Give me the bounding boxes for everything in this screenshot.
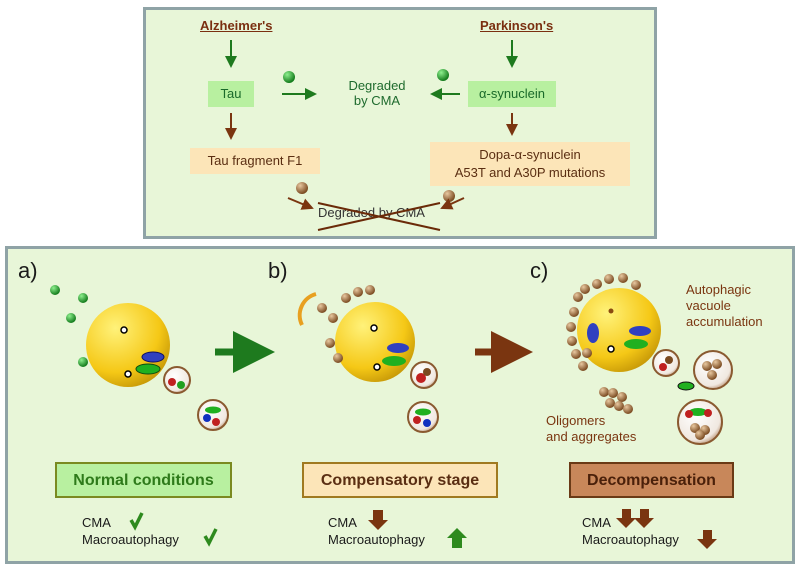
free-chaperone-dot [78,293,88,303]
cargo-dot [685,410,693,418]
cargo-dot [212,418,220,426]
macroautophagy-up-arrow-icon [447,528,467,548]
autophagic-line3: accumulation [686,314,763,329]
cargo-dot [704,409,712,417]
lysosome-marker [120,326,128,334]
receptor-green [624,339,648,349]
macroautophagy-label-a: Macroautophagy [82,532,179,547]
bound-substrate-dot [328,313,338,323]
arrow-fragment-to-cma [287,197,314,210]
receptor-blue [387,343,409,353]
lysosome-marker [373,363,381,371]
cargo-dot [416,373,426,383]
dopa-line2: A53T and A30P mutations [454,165,606,180]
lysosome-marker [370,324,378,332]
cargo-dot [413,416,421,424]
cma-check-icon [129,512,144,531]
stage-decompensation-box: Decompensation [569,462,734,498]
receptor-blue [629,326,651,336]
cma-label-b: CMA [328,515,357,530]
lysosome-marker [607,345,615,353]
oligomers-line2: and aggregates [546,429,637,444]
lysosome-marker [608,308,614,314]
cma-label-c: CMA [582,515,611,530]
oligomer-cluster [599,387,633,414]
cargo-dot [689,408,707,416]
cargo-dot [677,381,695,391]
macroautophagy-label-c: Macroautophagy [582,532,679,547]
autophagosome-a2 [197,399,229,431]
chaperone-dot-left [283,71,295,83]
aggregate-cluster [690,423,710,440]
cargo-dot [665,356,673,364]
bound-substrate-dot [365,285,375,295]
free-chaperone-dot [78,357,88,367]
cargo-dot [205,406,221,414]
receptor-green [382,356,406,366]
cma-down-arrow-icon-2 [634,509,654,528]
cargo-dot [415,408,431,416]
bound-substrate-cluster [566,273,641,371]
autophagic-line1: Autophagic [686,282,752,297]
dopa-synuclein-box: Dopa-α-synuclein A53T and A30P mutations [430,142,630,186]
chaperone-dot-right [437,69,449,81]
stage-compensatory-box: Compensatory stage [302,462,498,498]
arrow-dopa-to-cma [440,197,465,210]
panel-a-label: a) [18,258,38,283]
parkinsons-label: Parkinson's [480,18,554,33]
cargo-dot [168,378,176,386]
lysosome-c [577,288,661,372]
panel-c-label: c) [530,258,549,283]
bottom-panel [5,246,795,564]
degraded-line2: by CMA [353,93,401,108]
oligomers-line1: Oligomers [546,413,606,428]
cargo-dot [423,368,431,376]
macroautophagy-check-icon [203,528,218,547]
oligomers-label: Oligomers and aggregates [546,413,636,445]
macroautophagy-label-b: Macroautophagy [328,532,425,547]
lysosome-marker [124,370,132,378]
autophagic-vacuole-label: Autophagic vacuole accumulation [686,282,763,330]
cross-line-2 [317,202,441,231]
autophagosome-b2 [407,401,439,433]
degraded-line1: Degraded [348,78,406,93]
macroautophagy-down-arrow-icon [697,530,717,549]
tau-box: Tau [208,81,254,107]
autophagosome-c2 [693,350,733,390]
stage-normal-box: Normal conditions [55,462,232,498]
autophagosome-a1 [163,366,191,394]
cargo-dot [177,381,185,389]
aggregate-cluster [702,359,722,380]
free-chaperone-dot [50,285,60,295]
autophagosome-c1 [652,349,680,377]
alzheimers-label: Alzheimer's [200,18,273,33]
receptor-blue [141,351,165,363]
phagophore [297,292,317,326]
cma-down-arrow-icon [368,510,388,530]
cma-down-arrow-icon-1 [616,509,636,528]
brown-dot-right [443,190,455,202]
bound-substrate-dot [317,303,327,313]
cargo-dot [203,414,211,422]
bound-substrate-dot [325,338,335,348]
brown-dot-left [296,182,308,194]
cargo-dot [659,363,667,371]
receptor-blue [587,323,599,343]
tau-fragment-box: Tau fragment F1 [190,148,320,174]
panel-b-label: b) [268,258,288,283]
cargo-dot [423,419,431,427]
alpha-synuclein-box: α-synuclein [468,81,556,107]
cma-label-a: CMA [82,515,111,530]
bound-substrate-dot [353,287,363,297]
autophagic-line2: vacuole [686,298,731,313]
top-panel [143,7,657,239]
degraded-by-cma-label: Degraded by CMA [332,78,422,108]
bound-substrate-dot [341,293,351,303]
receptor-green [135,363,161,375]
dopa-line1: Dopa-α-synuclein [479,147,581,162]
free-chaperone-dot [66,313,76,323]
bound-substrate-dot [333,353,343,363]
